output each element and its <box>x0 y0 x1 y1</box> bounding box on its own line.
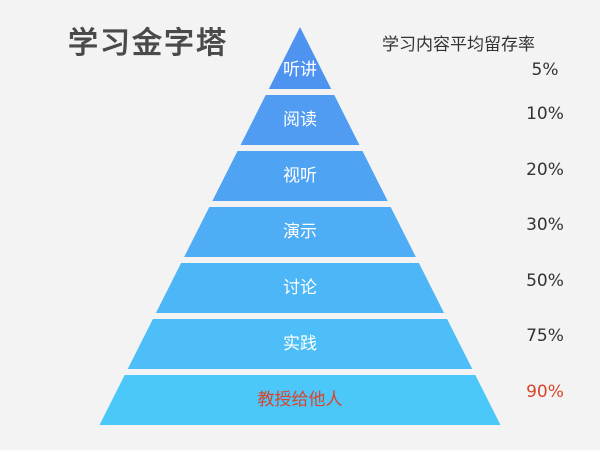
retention-rate: 75% <box>526 326 564 346</box>
pyramid-tier <box>268 27 332 89</box>
pyramid-tier <box>240 95 360 145</box>
pyramid-tier <box>212 151 388 201</box>
retention-rate: 90% <box>526 381 564 402</box>
tier-label: 实践 <box>283 334 317 354</box>
tier-label: 教授给他人 <box>258 390 343 410</box>
page-title: 学习金字塔 <box>68 26 228 61</box>
tier-label: 视听 <box>283 166 317 186</box>
retention-rate: 20% <box>526 159 564 180</box>
retention-rate: 5% <box>531 60 559 80</box>
pyramid-tier <box>155 263 445 313</box>
retention-rate: 50% <box>526 270 564 291</box>
pyramid-tier <box>99 375 501 425</box>
tier-label: 阅读 <box>283 110 317 130</box>
retention-rate-header: 学习内容平均留存率 <box>382 35 535 55</box>
tier-label: 听讲 <box>283 60 317 80</box>
pyramid-tier <box>127 319 473 369</box>
pyramid-tier <box>184 207 416 257</box>
tier-label: 讨论 <box>283 278 317 298</box>
retention-rate: 10% <box>526 104 564 124</box>
tier-label: 演示 <box>283 222 317 242</box>
retention-rate: 30% <box>526 215 564 235</box>
